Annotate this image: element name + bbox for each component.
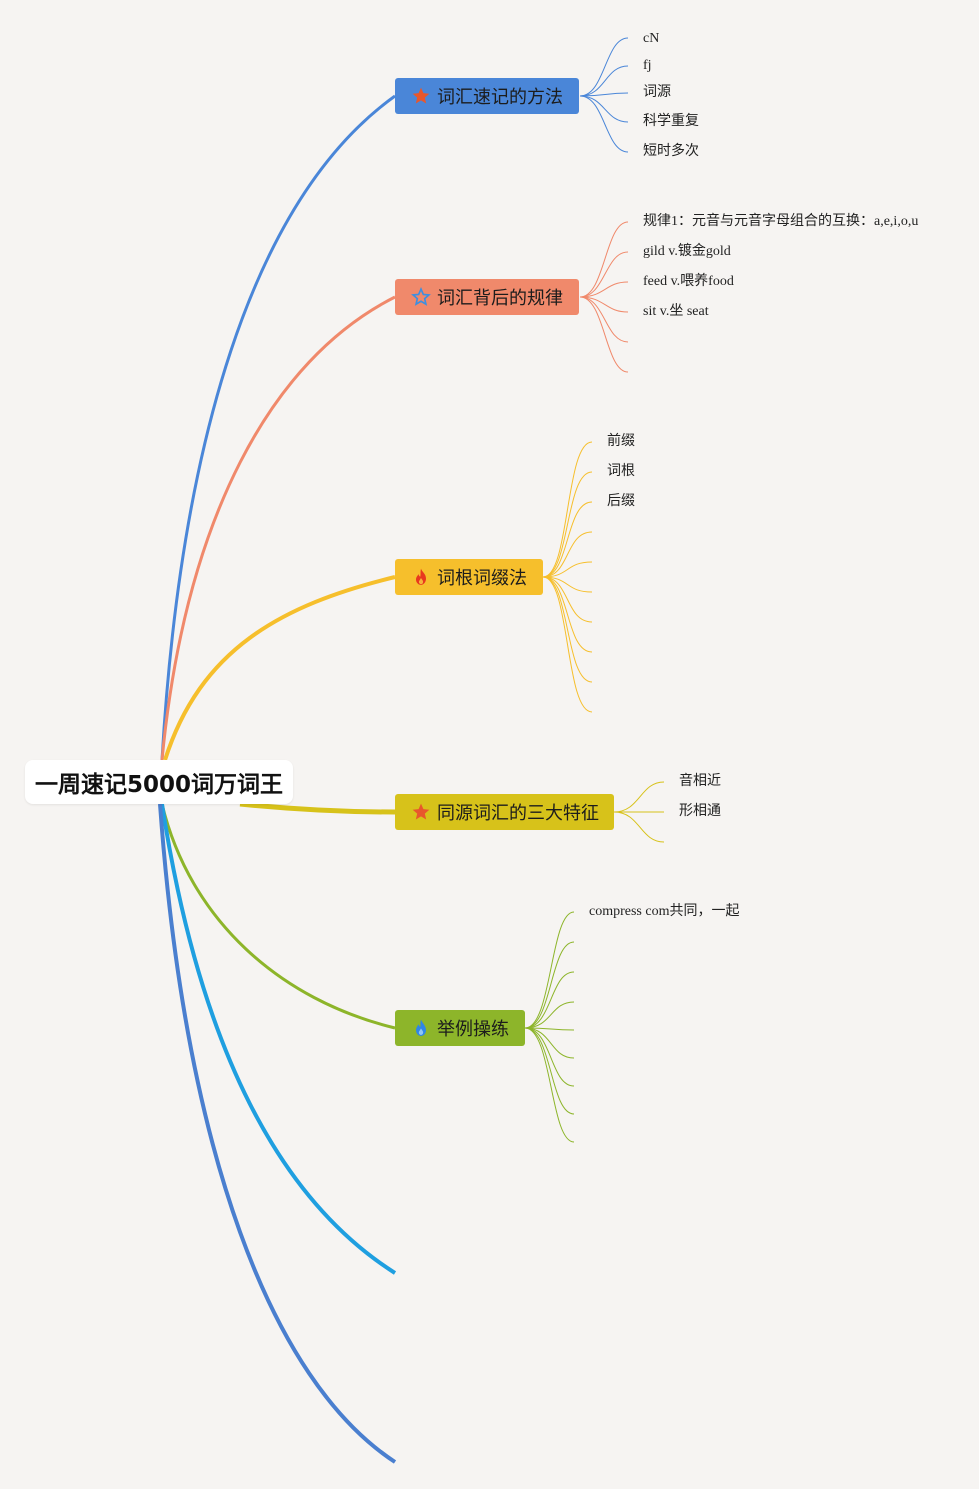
- branch-node-3[interactable]: 词根词缀法: [395, 559, 543, 595]
- branch-label: 词根词缀法: [437, 568, 527, 589]
- branch-node-1[interactable]: 词汇速记的方法: [395, 78, 579, 114]
- leaf-node[interactable]: 后缀: [607, 494, 635, 509]
- leaf-node[interactable]: gild v.镀金gold: [643, 244, 731, 259]
- leaf-node[interactable]: fj: [643, 58, 652, 73]
- star-outline-icon: [411, 287, 431, 307]
- fan-branch-1: [579, 37, 629, 153]
- fire-icon: [411, 567, 431, 587]
- leaf-node[interactable]: cN: [643, 31, 660, 46]
- fan-branch-2: [579, 221, 629, 373]
- connector-branch-1: [160, 94, 396, 761]
- branch-label: 词汇速记的方法: [437, 87, 563, 108]
- fan-branch-5: [524, 911, 575, 1143]
- star-filled-icon: [411, 86, 431, 106]
- branch-label: 词汇背后的规律: [437, 288, 563, 309]
- branch-node-2[interactable]: 词汇背后的规律: [395, 279, 579, 315]
- fan-branch-4: [613, 781, 665, 843]
- leaf-node[interactable]: 规律1：元音与元音字母组合的互换：a,e,i,o,u: [643, 214, 919, 229]
- leaf-node[interactable]: compress com共同，一起: [589, 904, 740, 919]
- branch-label: 同源词汇的三大特征: [437, 803, 599, 824]
- leaf-node[interactable]: 短时多次: [643, 144, 699, 159]
- connector-extra-branch-1: [160, 803, 397, 1275]
- branch-node-4[interactable]: 同源词汇的三大特征: [395, 794, 614, 830]
- star-filled-icon: [411, 802, 431, 822]
- connector-branch-3: [163, 575, 396, 761]
- leaf-node[interactable]: 形相通: [679, 804, 721, 819]
- leaf-node[interactable]: 音相近: [679, 774, 721, 789]
- branch-node-5[interactable]: 举例操练: [395, 1010, 525, 1046]
- branch-label: 举例操练: [437, 1019, 509, 1040]
- leaf-node[interactable]: 前缀: [607, 434, 635, 449]
- connector-branch-4: [239, 801, 396, 815]
- root-node[interactable]: 一周速记5000词万词王: [25, 760, 293, 804]
- connector-extra-branch-2: [158, 803, 397, 1464]
- connector-branch-2: [160, 295, 396, 761]
- connector-branch-5: [160, 803, 396, 1030]
- leaf-node[interactable]: sit v.坐 seat: [643, 304, 709, 319]
- fan-branch-3: [542, 441, 593, 713]
- water-drop-icon: [411, 1018, 431, 1038]
- leaf-node[interactable]: 词根: [607, 464, 635, 479]
- leaf-node[interactable]: 科学重复: [643, 114, 699, 129]
- leaf-node[interactable]: 词源: [643, 85, 671, 100]
- leaf-node[interactable]: feed v.喂养food: [643, 274, 734, 289]
